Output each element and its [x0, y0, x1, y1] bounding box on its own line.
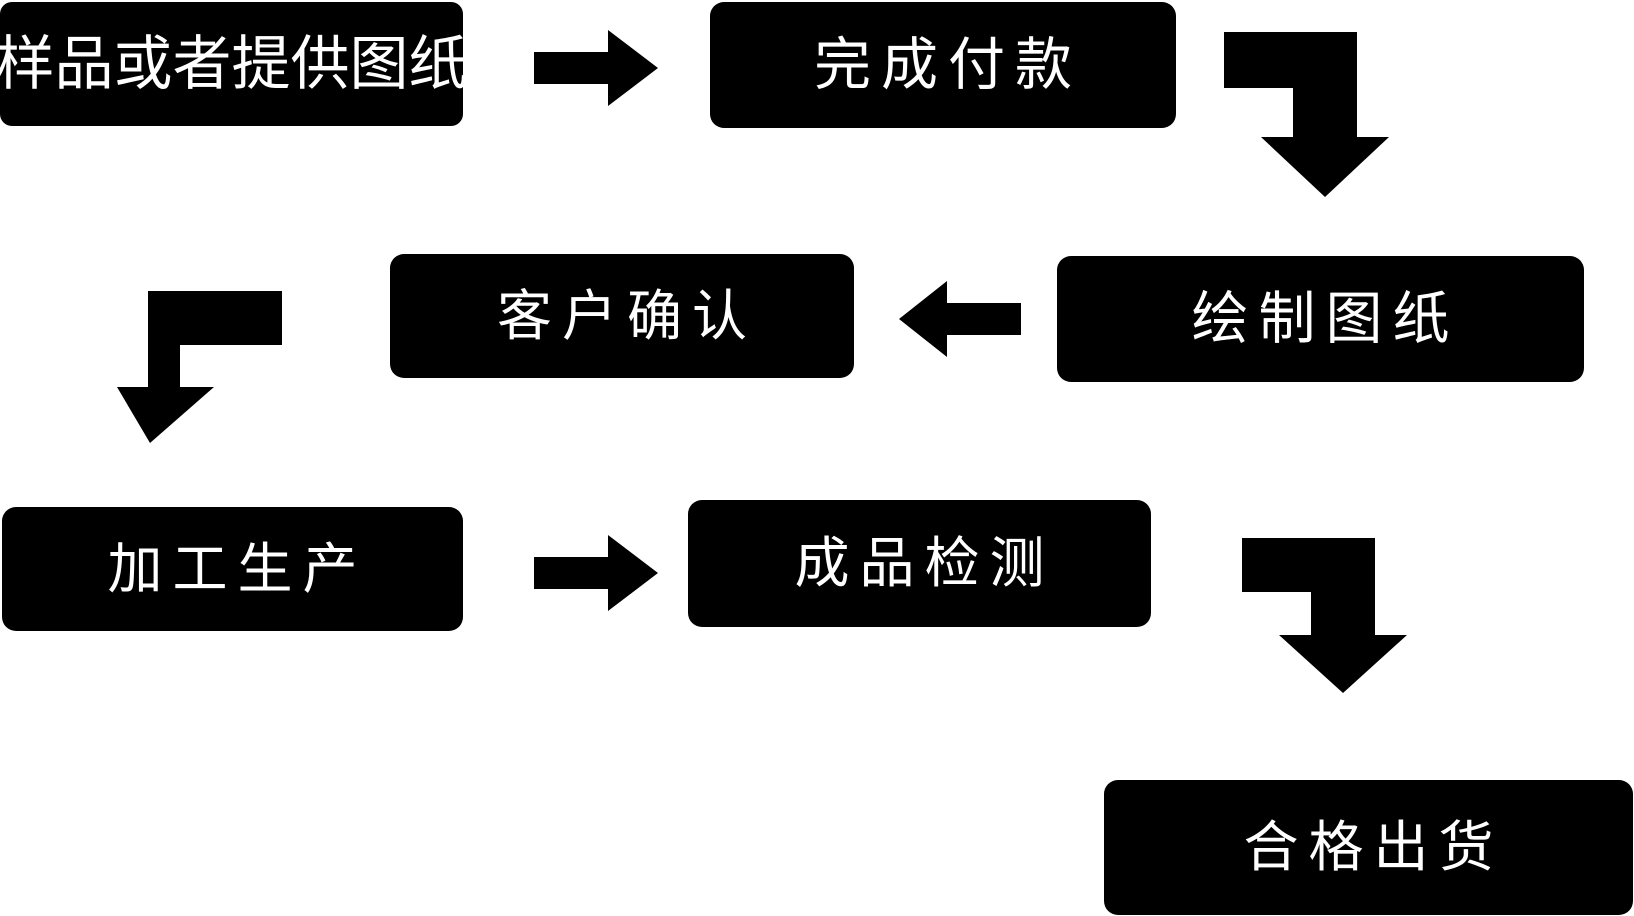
flow-node-label: 加工生产: [107, 537, 368, 600]
flow-node-complete-payment[interactable]: 完成付款: [710, 2, 1176, 128]
flow-node-processing-production[interactable]: 加工生产: [2, 507, 463, 631]
flow-node-label: 完成付款: [814, 32, 1082, 97]
flow-node-label: 合格出货: [1243, 816, 1504, 878]
flow-node-sample-or-drawing[interactable]: 样品或者提供图纸: [0, 2, 468, 126]
flow-node-label: 绘制图纸: [1191, 286, 1460, 351]
flow-node-draw-drawings[interactable]: 绘制图纸: [1057, 256, 1584, 382]
arrow-right-icon: [534, 30, 658, 106]
flow-node-label: 客户确认: [496, 284, 757, 347]
arrow-elbow-right-down-icon: [1224, 32, 1389, 197]
arrow-elbow-right-down-icon: [1242, 538, 1407, 693]
flow-node-qualified-shipment[interactable]: 合格出货: [1104, 780, 1633, 915]
arrow-right-icon: [534, 535, 658, 611]
flow-node-label: 样品或者提供图纸: [0, 30, 468, 97]
flow-node-label: 成品检测: [794, 532, 1055, 594]
arrow-left-icon: [899, 281, 1021, 357]
arrow-elbow-left-down-icon: [117, 291, 282, 443]
flow-node-customer-confirmation[interactable]: 客户确认: [390, 254, 854, 378]
flow-node-finished-inspection[interactable]: 成品检测: [688, 500, 1151, 627]
